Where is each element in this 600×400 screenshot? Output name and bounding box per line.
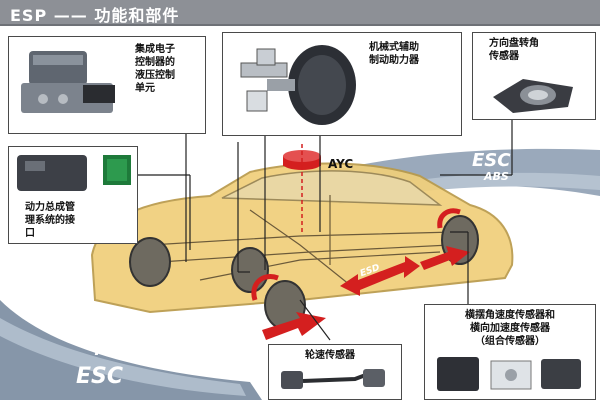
esc-top-label: ESC (472, 150, 511, 171)
hydraulic-unit-box: 集成电子 控制器的 液压控制 单元 (8, 36, 206, 134)
swoosh-bottom (0, 300, 262, 400)
steering-sensor-box: 方向盘转角 传感器 (472, 32, 596, 120)
powertrain-interface-image (17, 155, 131, 191)
hydraulic-unit-image (21, 51, 115, 113)
brake-booster-image (240, 45, 356, 125)
wheel-front-left (129, 237, 171, 287)
tcs-label: TCS (92, 340, 126, 359)
powertrain-interface-label: 动力总成管 理系统的接 口 (25, 202, 75, 239)
powertrain-interface-box: 动力总成管 理系统的接 口 (8, 146, 138, 244)
wheel-arrows (251, 208, 461, 301)
wheel-speed-sensor-image (281, 369, 385, 389)
yaw-sensor-box: 横摆角速度传感器和 横向加速度传感器 （组合传感器） (424, 304, 596, 400)
swoosh-bottom-highlight (0, 318, 246, 396)
esd-arrow (340, 256, 420, 296)
yaw-sensor-label: 横摆角速度传感器和 横向加速度传感器 （组合传感器） (465, 310, 555, 347)
swoosh-top-highlight (330, 172, 600, 204)
steering-sensor-label: 方向盘转角 传感器 (489, 38, 539, 62)
abs-label: ABS (484, 170, 509, 183)
esc-bottom-label: ESC (76, 364, 124, 389)
wheel-speed-sensor-label: 轮速传感器 (305, 350, 355, 361)
ayc-label: AYC (328, 157, 354, 171)
brake-booster-label: 机械式辅助 制动助力器 (369, 42, 419, 66)
car-windows (221, 170, 443, 206)
page-title: ESP —— 功能和部件 (10, 6, 180, 25)
yaw-sensor-image (437, 357, 581, 391)
steering-sensor-image (493, 79, 573, 113)
ayc-symbol (283, 144, 321, 232)
wheel-direction-arrows (262, 246, 470, 340)
header-bar: ESP —— 功能和部件 (0, 0, 600, 26)
wheel-speed-sensor-box: 轮速传感器 (268, 344, 402, 400)
hydraulic-unit-label: 集成电子 控制器的 液压控制 单元 (135, 44, 175, 94)
brake-booster-box: 机械式辅助 制动助力器 (222, 32, 462, 136)
